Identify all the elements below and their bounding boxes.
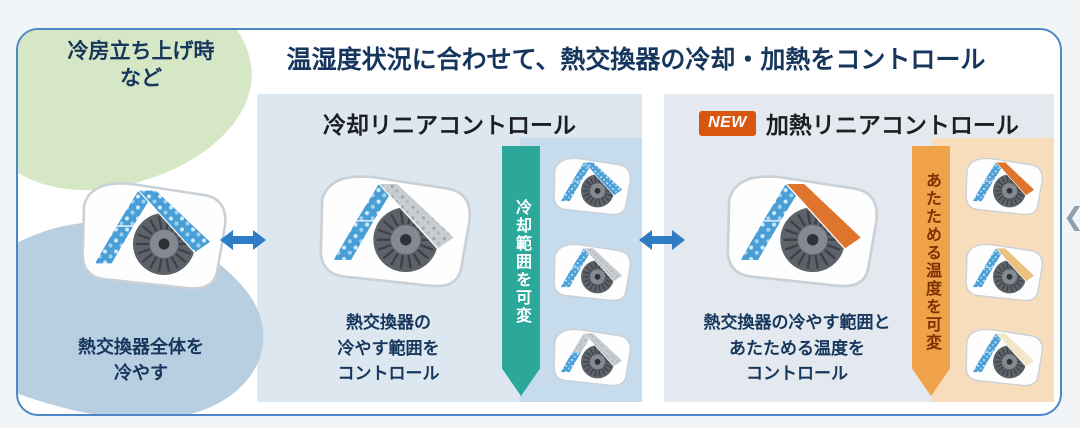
heating-panel-title: 加熱リニアコントロール [765, 112, 1019, 138]
left-scenario-line2: など [120, 67, 162, 91]
cooling-panel-title: 冷却リニアコントロール [323, 112, 576, 138]
heating-caption-line2: あたためる温度を [729, 338, 865, 358]
heating-temperature-ribbon: あたためる温度を可変 [912, 146, 950, 396]
heat-exchanger-full-cooling-illustration [58, 160, 238, 300]
content-card: 冷房立ち上げ時 など 温湿度状況に合わせて、熱交換器の冷却・加熱をコントロール … [16, 28, 1062, 416]
left-caption-line2: 冷やす [114, 363, 168, 384]
heating-variant-2-illustration [953, 232, 1049, 307]
heating-caption-line1: 熱交換器の冷やす範囲と [703, 313, 891, 332]
cooling-variant-1-illustration [541, 146, 637, 221]
left-caption: 熱交換器全体を 冷やす [34, 334, 248, 386]
new-badge: NEW [699, 110, 756, 136]
heating-variant-3-illustration [953, 317, 1049, 392]
heating-control-illustration [702, 152, 890, 298]
cooling-caption: 熱交換器の 冷やす範囲を コントロール [257, 310, 520, 387]
cooling-caption-line1: 熱交換器の [346, 313, 431, 332]
carousel-prev-icon[interactable]: ❮ [1063, 202, 1080, 232]
cooling-control-illustration [295, 152, 483, 298]
double-arrow-icon [639, 230, 685, 250]
left-scenario-line1: 冷房立ち上げ時 [67, 40, 215, 63]
double-arrow-icon [220, 230, 266, 250]
heating-caption: 熱交換器の冷やす範囲と あたためる温度を コントロール [664, 310, 930, 387]
cooling-variant-2-illustration [541, 232, 637, 307]
heating-ribbon-label: あたためる温度を可変 [923, 172, 940, 352]
heating-caption-line3: コントロール [746, 364, 848, 383]
cooling-caption-line3: コントロール [337, 364, 440, 383]
page-title: 温湿度状況に合わせて、熱交換器の冷却・加熱をコントロール [286, 46, 986, 74]
left-caption-line1: 熱交換器全体を [78, 337, 204, 357]
heating-variant-1-illustration [953, 146, 1049, 221]
heating-panel: NEW 加熱リニアコントロール 熱交換器の冷やす範囲と あたためる温度を コント… [664, 94, 1054, 402]
heating-panel-title-row: NEW 加熱リニアコントロール [664, 106, 1054, 140]
cooling-ribbon-label: 冷却範囲を可変 [513, 199, 530, 325]
cooling-caption-line2: 冷やす範囲を [337, 338, 440, 358]
cooling-variant-3-illustration [541, 317, 637, 392]
cooling-panel: 冷却リニアコントロール 熱交換器の 冷やす範囲を コントロール 冷却範囲を可変 [257, 94, 642, 402]
heating-temperature-variants [932, 138, 1054, 402]
cooling-range-variants [520, 138, 642, 402]
cooling-range-ribbon: 冷却範囲を可変 [502, 146, 540, 396]
left-scenario-label: 冷房立ち上げ時 など [34, 38, 248, 93]
